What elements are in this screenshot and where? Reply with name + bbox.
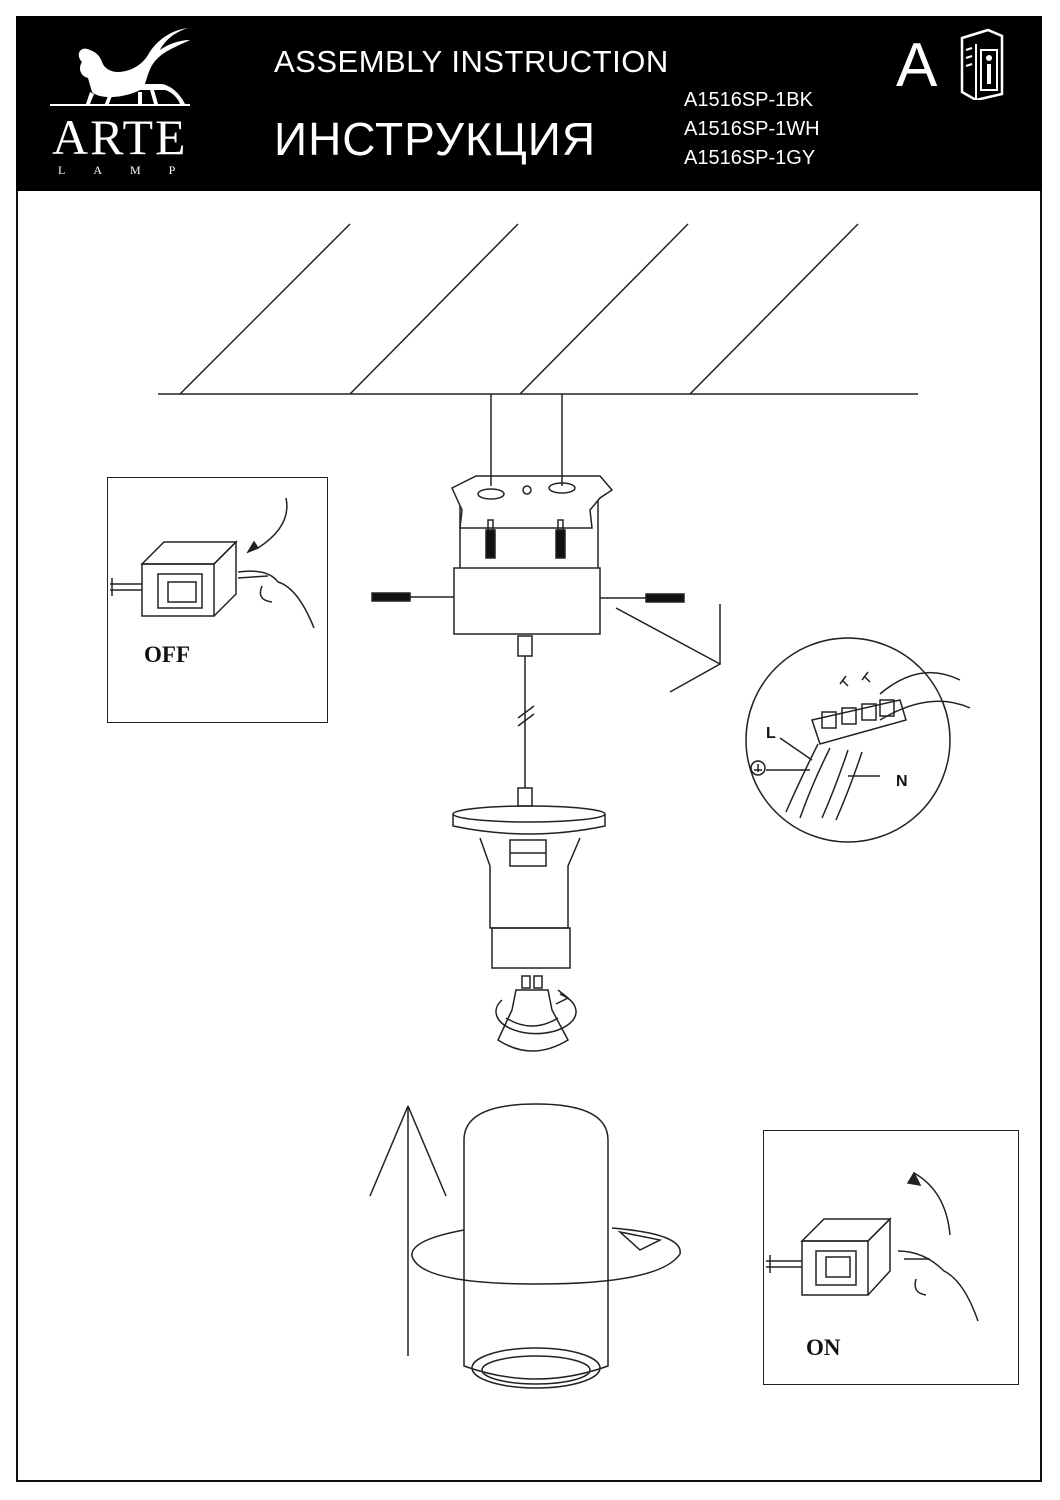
model-code: A1516SP-1WH [684, 118, 820, 140]
manual-info-icon [960, 28, 1004, 100]
lamp-housing [452, 805, 606, 969]
switch-on-label: ON [806, 1335, 841, 1360]
brand-name: ARTE [52, 109, 188, 165]
header-bar [16, 16, 1042, 191]
gu10-bulb [495, 975, 577, 1052]
title-russian: ИНСТРУКЦИЯ [274, 113, 597, 165]
up-arrow-icon [369, 1105, 447, 1356]
canopy [453, 567, 601, 635]
switch-off-label: OFF [144, 642, 190, 667]
wire-live-label: L [766, 725, 776, 742]
title-english: ASSEMBLY INSTRUCTION [274, 44, 669, 79]
griffin-logo-icon [50, 28, 190, 106]
side-screw-left [371, 592, 454, 602]
section-letter: A [896, 31, 938, 100]
bracket-screw-right [555, 519, 566, 559]
mounting-bracket [451, 475, 614, 568]
wiring-detail [745, 637, 971, 843]
switch-off-panel: OFF [107, 477, 328, 723]
side-screw-right [600, 593, 685, 603]
wire-neutral-label: N [896, 773, 908, 790]
lamp-shade [463, 1103, 609, 1389]
light-switch-icon [110, 497, 315, 629]
model-code: A1516SP-1GY [684, 147, 816, 169]
brand-subtitle: LAMP [58, 163, 204, 177]
switch-on-panel: ON [763, 1130, 1019, 1385]
model-code: A1516SP-1BK [684, 89, 813, 111]
bracket-screw-left [485, 519, 496, 559]
model-list: A1516SP-1BK A1516SP-1WH A1516SP-1GY [684, 86, 820, 173]
rotate-arrow-icon [411, 1227, 681, 1285]
light-switch-icon [766, 1171, 979, 1322]
ceiling-hatch [158, 223, 918, 395]
